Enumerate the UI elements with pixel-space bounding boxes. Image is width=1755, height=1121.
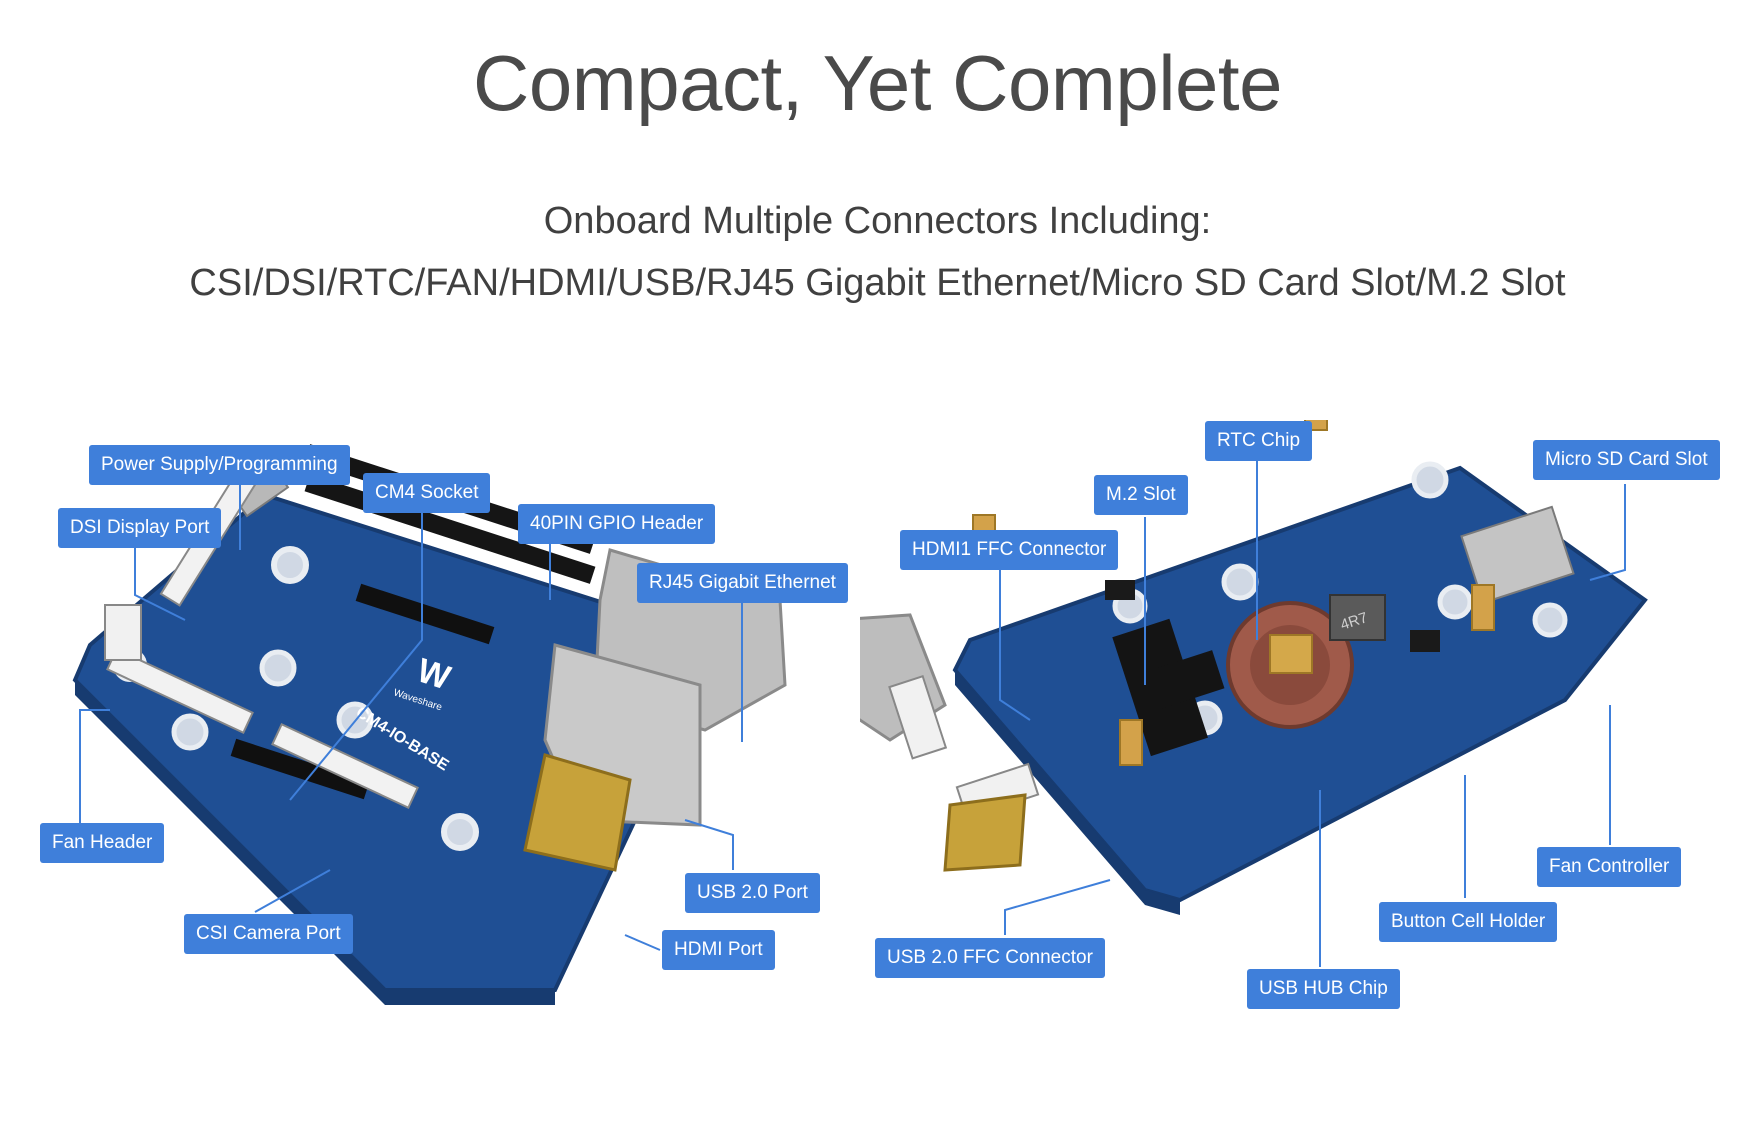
label-hdmi1-ffc-connector: HDMI1 FFC Connector <box>900 530 1119 570</box>
usb-hub-chip <box>1145 650 1225 710</box>
inductor <box>1329 594 1386 641</box>
brass-standoff <box>1471 584 1495 631</box>
label-hdmi-port: HDMI Port <box>662 930 775 970</box>
label-m2-slot: M.2 Slot <box>1094 475 1188 515</box>
mount-hole <box>441 813 479 851</box>
label-power-supply-programming: Power Supply/Programming <box>89 445 350 485</box>
right-board-illustration: 4R7 <box>833 384 1648 915</box>
mount-hole <box>259 649 297 687</box>
label-fan-controller: Fan Controller <box>1537 847 1682 887</box>
subtitle-line-1: Onboard Multiple Connectors Including: <box>543 200 1212 242</box>
label-usb-2-port: USB 2.0 Port <box>685 873 820 913</box>
cm4-io-base-bottom-view: 4R7 <box>833 384 1755 1080</box>
hdmi-jack-bottom <box>943 793 1027 872</box>
sd-slot <box>1460 505 1575 605</box>
hdmi-jack <box>523 753 632 872</box>
mount-hole <box>1532 602 1568 638</box>
subtitle-line-2: CSI/DSI/RTC/FAN/HDMI/USB/RJ45 Gigabit Et… <box>189 262 1566 304</box>
button-cell-clip <box>1269 634 1313 674</box>
label-rj45-gigabit-ethernet: RJ45 Gigabit Ethernet <box>637 563 848 603</box>
label-40pin-gpio-header: 40PIN GPIO Header <box>518 504 716 544</box>
label-csi-camera-port: CSI Camera Port <box>184 914 353 954</box>
label-fan-header: Fan Header <box>40 823 165 863</box>
label-usb-hub-chip: USB HUB Chip <box>1247 969 1400 1009</box>
fan-controller-chip <box>1410 630 1440 652</box>
mount-hole <box>1437 584 1473 620</box>
label-dsi-display-port: DSI Display Port <box>58 508 222 548</box>
label-cm4-socket: CM4 Socket <box>363 473 491 513</box>
mount-hole <box>1411 461 1449 499</box>
label-rtc-chip: RTC Chip <box>1205 421 1313 461</box>
label-micro-sd-card-slot: Micro SD Card Slot <box>1533 440 1720 480</box>
mount-hole <box>171 713 209 751</box>
label-usb-2-ffc-connector: USB 2.0 FFC Connector <box>875 938 1105 978</box>
label-button-cell-holder: Button Cell Holder <box>1379 902 1558 942</box>
mount-hole <box>1221 563 1259 601</box>
rtc-chip <box>1105 580 1135 600</box>
mount-hole <box>271 546 309 584</box>
page-title: Compact, Yet Complete <box>473 39 1282 127</box>
fan-header <box>104 604 142 661</box>
hdmi1-ffc <box>888 674 948 760</box>
brass-standoff <box>1119 719 1143 766</box>
